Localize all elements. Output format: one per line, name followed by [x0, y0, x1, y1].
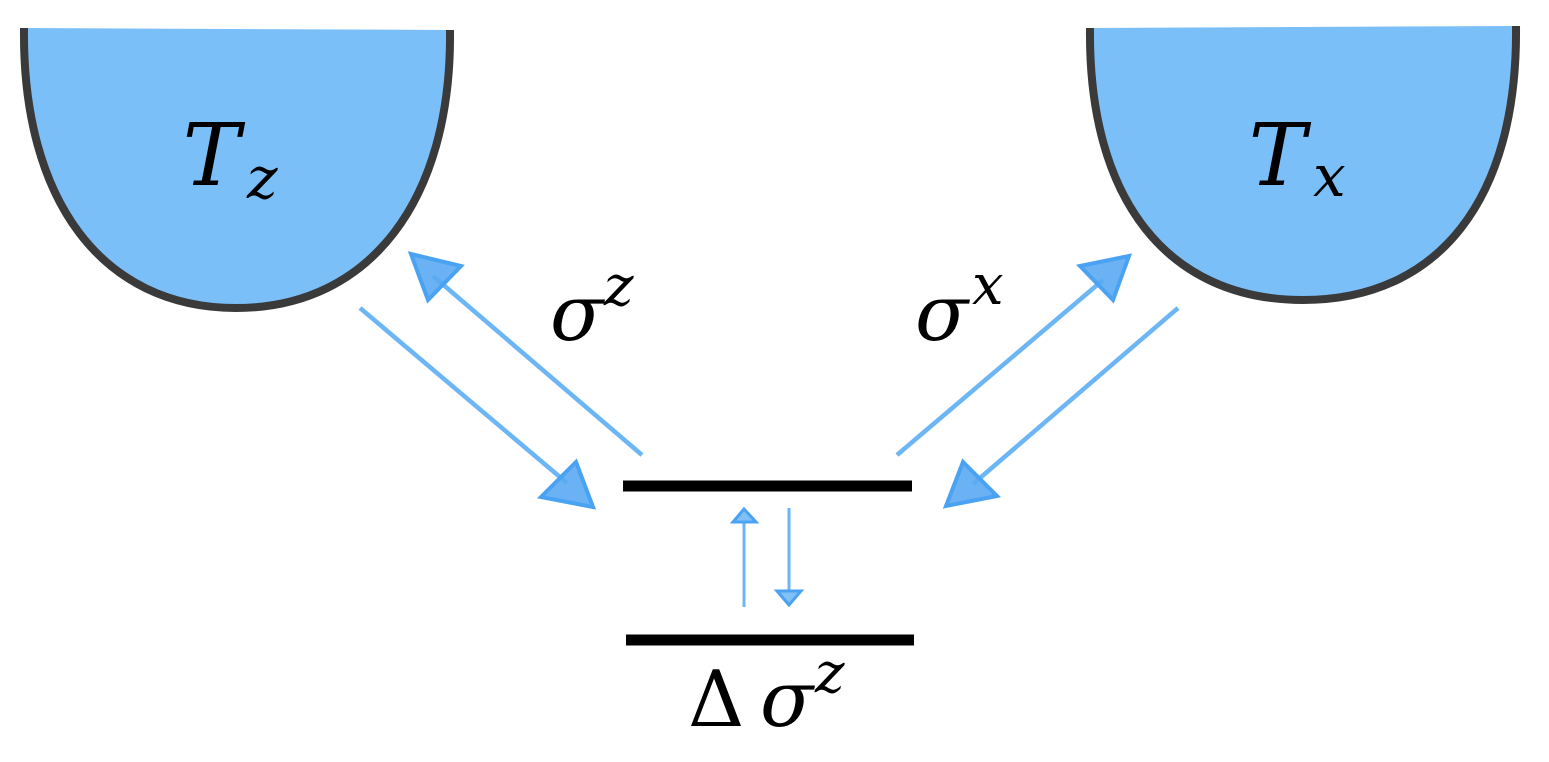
right-coupling-arrows: σ x: [895, 253, 1180, 509]
arrow-right-bath-to-system: [971, 306, 1180, 486]
splitting-prefix: Δ: [688, 655, 744, 745]
reservoir-left-symbol: T: [183, 106, 246, 206]
coupling-right-symbol: σ: [915, 269, 970, 359]
arrowhead-right-to-bath: [1076, 253, 1133, 304]
reservoir-right: T x: [1085, 25, 1521, 305]
splitting-superscript: z: [814, 641, 845, 706]
reservoir-right-outline: [1085, 25, 1521, 305]
arrow-left-system-to-bath: [431, 274, 644, 457]
reservoir-left-subscript: z: [246, 144, 278, 212]
transition-down-arrowhead: [773, 589, 805, 608]
coupling-left-symbol: σ: [550, 269, 605, 359]
coupling-right-superscript: x: [972, 253, 1004, 318]
reservoir-left: T z: [19, 27, 455, 313]
arrow-left-bath-to-system: [358, 306, 569, 485]
reservoir-right-symbol: T: [1249, 106, 1312, 206]
arrowhead-left-to-system: [536, 458, 597, 510]
reservoir-right-subscript: x: [1313, 142, 1346, 210]
coupling-left-superscript: z: [603, 254, 634, 319]
transition-up-arrowhead: [729, 506, 760, 524]
reservoir-left-bowl: [23, 28, 451, 308]
internal-transition-arrows: [729, 506, 805, 608]
left-coupling-arrows: σ z: [358, 251, 644, 510]
arrowhead-left-to-bath: [407, 251, 465, 304]
reservoir-right-bowl: [1089, 26, 1517, 300]
arrowhead-right-to-system: [942, 458, 1002, 509]
reservoir-left-outline: [19, 27, 455, 313]
arrow-right-system-to-bath: [895, 278, 1105, 457]
level-splitting-label: Δ σ z: [688, 641, 845, 745]
splitting-symbol: σ: [760, 655, 815, 745]
